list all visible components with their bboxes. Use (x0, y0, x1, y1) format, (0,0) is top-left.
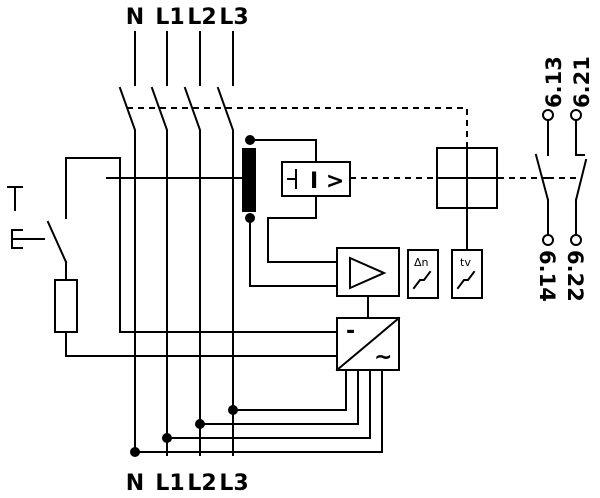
delta-n-label: Δn (414, 256, 429, 269)
tv-curve (456, 270, 476, 290)
label-621: 6.21 (570, 56, 594, 108)
tv-label: tv (460, 256, 471, 269)
amplifier-box (336, 247, 400, 297)
terminal-621 (570, 109, 582, 121)
contact-a-blade (534, 153, 550, 202)
label-top-l3: L3 (219, 5, 248, 30)
terminal-613 (542, 109, 554, 121)
wire-transformer-to-amplifier (267, 217, 338, 263)
delta-n-curve (412, 270, 432, 290)
n-wire-to-converter (119, 177, 338, 333)
wire-transformer-to-amplifier-b (249, 217, 338, 287)
converter-dc-label: - (346, 319, 355, 344)
label-bottom-n: N (126, 471, 144, 496)
conductor-l3-lower (216, 86, 234, 456)
test-switch-blade (46, 220, 68, 264)
aux-contacts (534, 109, 588, 246)
mechanical-linkage (127, 107, 468, 148)
label-bottom-l2: L2 (187, 471, 216, 496)
label-top-l2: L2 (187, 5, 216, 30)
label-top-l1: L1 (155, 5, 184, 30)
terminal-614 (542, 234, 554, 246)
conductor-n-lower (118, 86, 136, 456)
main-conductors (118, 31, 234, 456)
label-top-n: N (126, 5, 144, 30)
feed-wires (130, 369, 383, 457)
conductor-l2-lower (183, 86, 201, 456)
summation-transformer (242, 148, 256, 212)
label-bottom-l1: L1 (155, 471, 184, 496)
amplifier-triangle (349, 256, 387, 290)
terminal-622 (570, 234, 582, 246)
wire-transformer-to-comparator (249, 139, 317, 163)
test-circuit (7, 157, 338, 357)
comparator-label: I > (310, 169, 344, 194)
label-613: 6.13 (542, 56, 566, 108)
label-614: 6.14 (535, 250, 559, 302)
converter-diagonal (335, 316, 401, 372)
delta-n-module (407, 249, 439, 299)
conductor-l1-lower (150, 86, 168, 456)
converter-ac-label: ~ (374, 345, 392, 370)
test-resistor (54, 279, 78, 333)
label-622: 6.22 (563, 250, 587, 302)
label-bottom-l3: L3 (219, 471, 248, 496)
contact-b-blade (574, 158, 588, 202)
